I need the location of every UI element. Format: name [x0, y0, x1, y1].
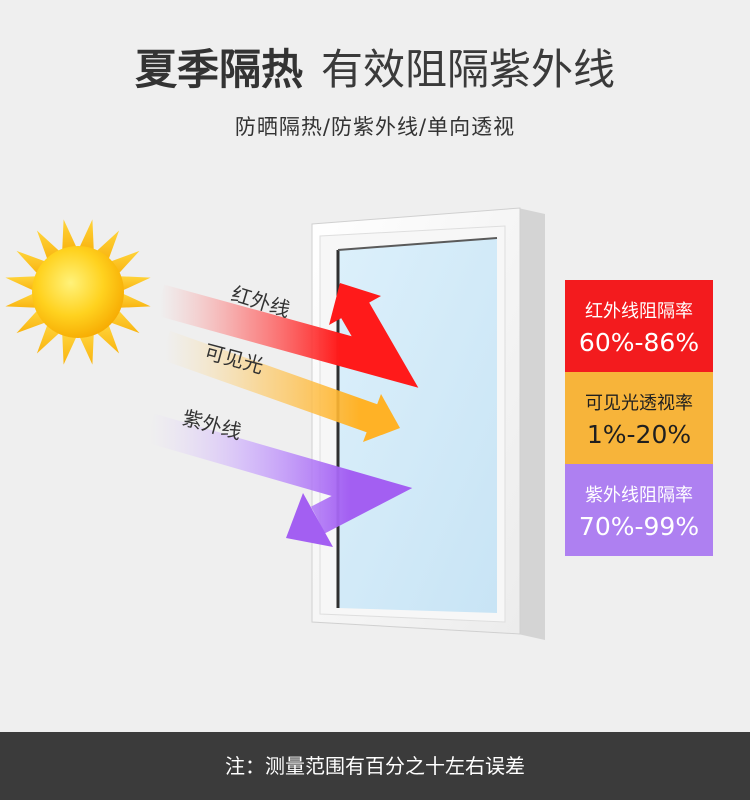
window-glass-top-edge [337, 237, 498, 251]
sun-ray [79, 333, 94, 365]
ultraviolet-ray [145, 413, 413, 547]
stat-ultraviolet-value: 70%-99% [578, 512, 700, 541]
title-bold: 夏季隔热 [134, 45, 303, 94]
infrared-arrowhead [329, 283, 381, 325]
visible-ray [159, 330, 400, 442]
visible-arrowhead [363, 394, 400, 442]
stat-visible-label: 可见光透视率 [585, 393, 693, 414]
sun-ray [119, 276, 151, 291]
footnote-bar: 注：测量范围有百分之十左右误差 [0, 732, 750, 800]
title-regular: 有效阻隔紫外线 [321, 45, 616, 94]
sun-icon [5, 219, 151, 365]
ultraviolet-ray-shaft [145, 413, 413, 534]
sun-ray [79, 219, 94, 251]
stat-infrared-value: 60%-86% [578, 328, 700, 357]
stat-ultraviolet-block: 紫外线阻隔率 70%-99% [565, 464, 713, 556]
visible-ray-shaft [159, 330, 380, 434]
window-side [518, 208, 545, 640]
page-subtitle: 防晒隔热/防紫外线/单向透视 [234, 115, 516, 139]
footnote-text: 注：测量范围有百分之十左右误差 [225, 754, 525, 778]
infrared-ray [155, 283, 419, 388]
stats-panel: 红外线阻隔率 60%-86% 可见光透视率 1%-20% 紫外线阻隔率 70%-… [565, 280, 713, 556]
sun-ray [62, 219, 77, 251]
sun-ray [119, 293, 151, 308]
stat-visible-transmission: 可见光透视率 1%-20% [565, 372, 713, 464]
stat-ultraviolet-label: 紫外线阻隔率 [585, 485, 693, 506]
sun-ray [5, 276, 37, 291]
stat-visible-value: 1%-20% [586, 420, 692, 449]
sun-ray [62, 333, 77, 365]
sun-core [32, 246, 124, 338]
stat-infrared-label: 红外线阻隔率 [585, 301, 693, 322]
page-title: 夏季隔热有效阻隔紫外线 [0, 42, 750, 98]
infrared-ray-shaft [155, 284, 419, 388]
stat-infrared-block: 红外线阻隔率 60%-86% [565, 280, 713, 372]
window-icon [311, 207, 545, 640]
ultraviolet-arrowhead [286, 493, 333, 547]
sun-ray [5, 293, 37, 308]
